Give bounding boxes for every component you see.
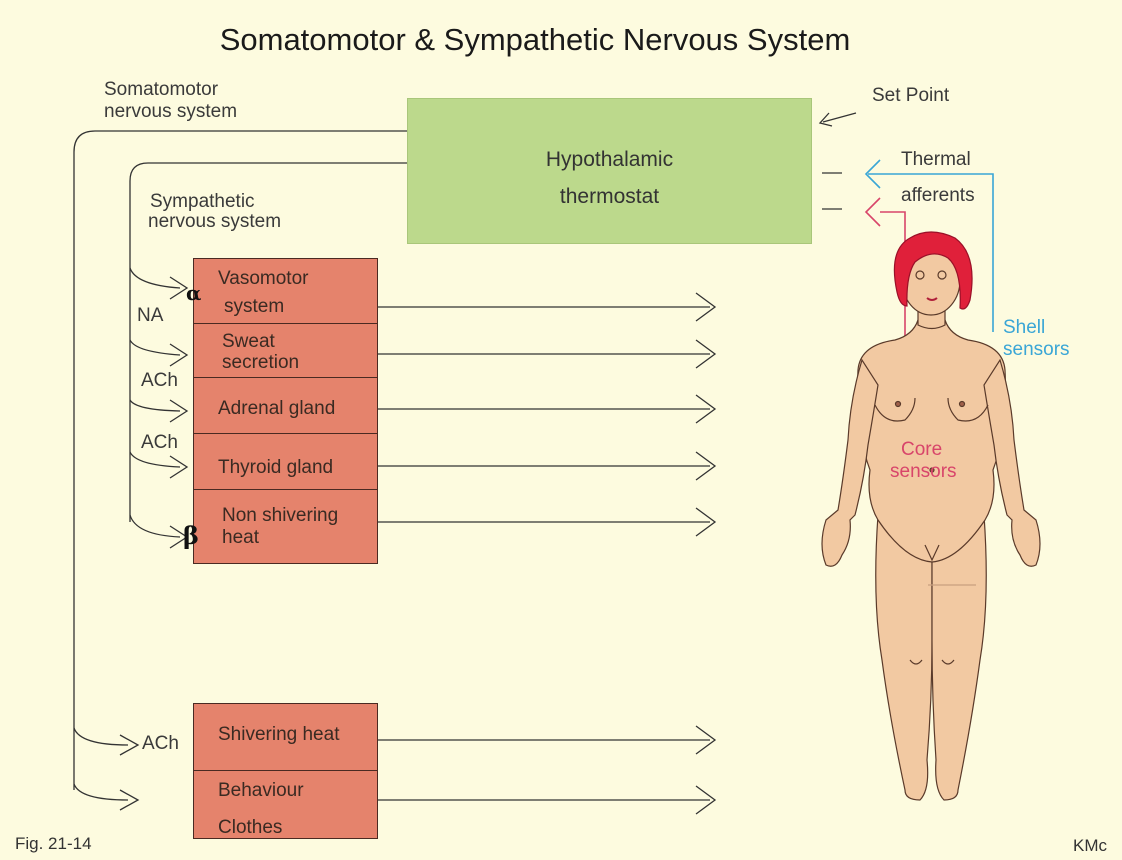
sympathetic-label-line1: Sympathetic xyxy=(150,192,255,212)
effector-label: Thyroid gland xyxy=(218,458,333,478)
effector-label: Adrenal gland xyxy=(218,399,335,419)
effector-label: secretion xyxy=(222,353,299,373)
effector-adrenal-gland: Adrenal gland xyxy=(193,377,378,434)
effector-label: heat xyxy=(222,528,259,548)
thermostat-label-line1: Hypothalamic xyxy=(408,148,811,172)
effector-label: system xyxy=(224,297,284,317)
set-point-arrow xyxy=(820,113,856,126)
diagram-title: Somatomotor & Sympathetic Nervous System xyxy=(0,24,1070,57)
sympathetic-label-line2: nervous system xyxy=(148,212,281,232)
effector-output-arrows xyxy=(378,293,715,814)
effector-label: Vasomotor xyxy=(218,269,308,289)
effector-non-shivering-heat: Non shivering heat xyxy=(193,489,378,564)
figure-number: Fig. 21-14 xyxy=(15,835,92,853)
effector-label: Behaviour xyxy=(218,781,304,801)
core-sensors-label-line2: sensors xyxy=(890,462,957,482)
core-sensors-label-line1: Core xyxy=(901,440,942,460)
beta-receptor-symbol: β xyxy=(183,521,199,550)
transmitter-na-label: NA xyxy=(137,306,163,326)
shell-sensors-label-line1: Shell xyxy=(1003,318,1045,338)
hypothalamic-thermostat-box: Hypothalamic thermostat xyxy=(407,98,812,244)
somatomotor-label-line2: nervous system xyxy=(104,102,237,122)
thermal-afferents-label-line1: Thermal xyxy=(901,150,971,170)
effector-sweat-secretion: Sweat secretion xyxy=(193,323,378,378)
author-credit: KMc xyxy=(1073,837,1107,855)
transmitter-ach-label: ACh xyxy=(141,433,178,453)
effector-label: Clothes xyxy=(218,818,282,838)
somatomotor-label-line1: Somatomotor xyxy=(104,80,218,100)
transmitter-ach-label: ACh xyxy=(142,734,179,754)
effector-label: Sweat xyxy=(222,332,275,352)
alpha-receptor-symbol: α xyxy=(186,281,201,305)
transmitter-ach-label: ACh xyxy=(141,371,178,391)
shell-sensors-label-line2: sensors xyxy=(1003,340,1070,360)
thermal-afferents-label-line2: afferents xyxy=(901,186,975,206)
effector-label: Non shivering xyxy=(222,506,338,526)
effector-behaviour-clothes: Behaviour Clothes xyxy=(193,770,378,839)
effector-label: Shivering heat xyxy=(218,725,339,745)
thermostat-label-line2: thermostat xyxy=(408,185,811,209)
effector-shivering-heat: Shivering heat xyxy=(193,703,378,771)
effector-thyroid-gland: Thyroid gland xyxy=(193,433,378,490)
effector-vasomotor-system: Vasomotor system xyxy=(193,258,378,324)
set-point-label: Set Point xyxy=(872,86,949,106)
